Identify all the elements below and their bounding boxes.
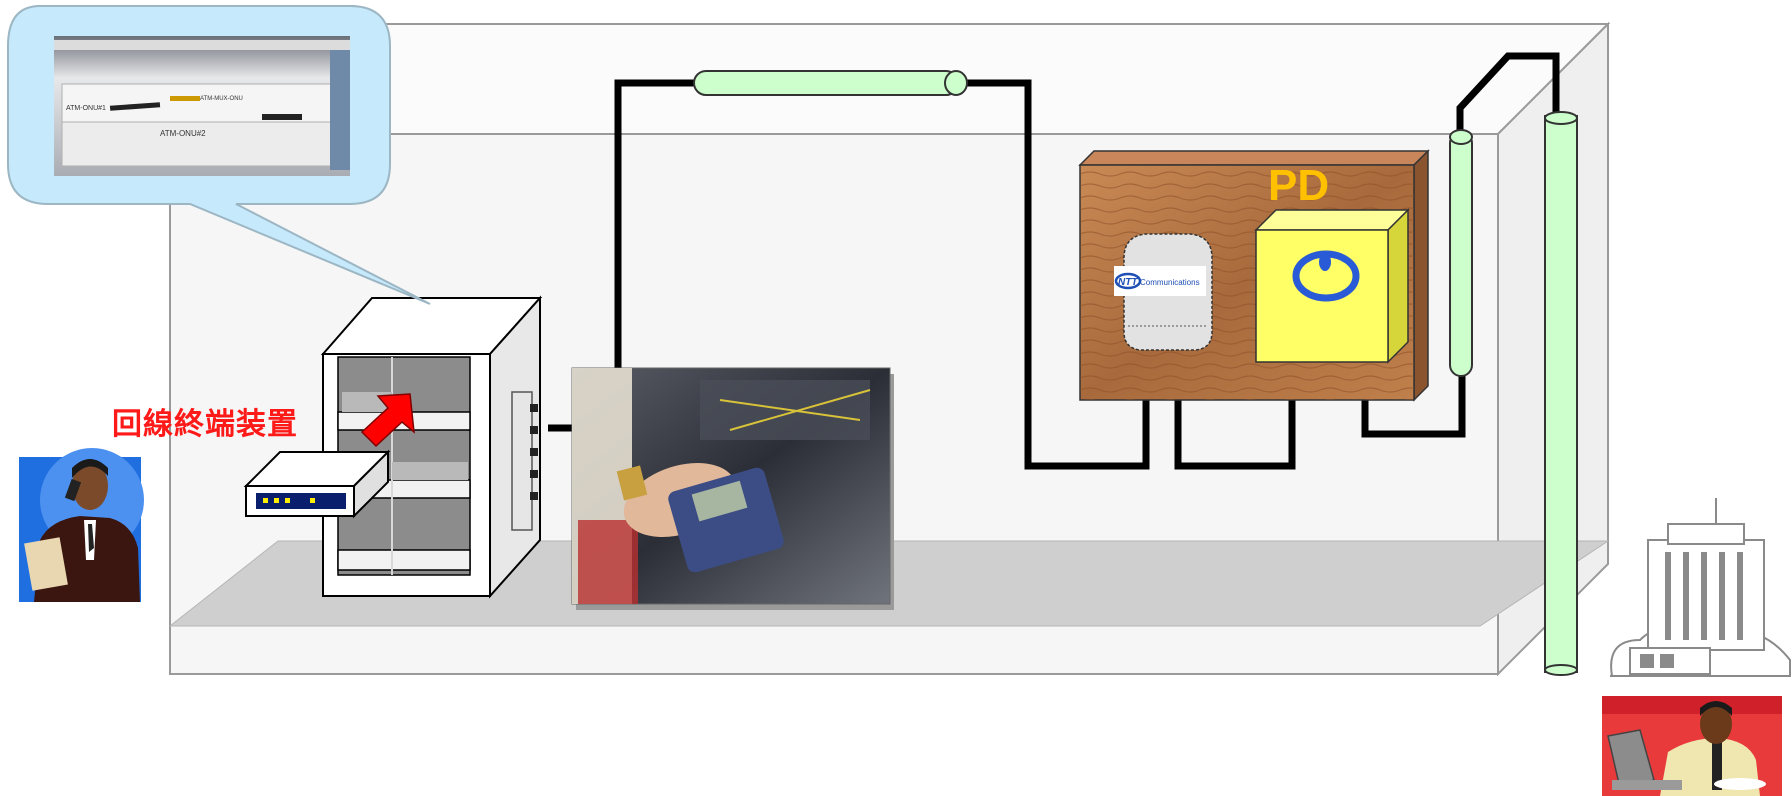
onu-photo: ATM-ONU#1 ATM-ONU#2 ATM-MUX-ONU xyxy=(54,36,350,176)
svg-text:NTT: NTT xyxy=(1118,277,1138,288)
cable-ntt-to-pd xyxy=(1174,350,1296,470)
photo-callout-bubble: ATM-ONU#1 ATM-ONU#2 ATM-MUX-ONU xyxy=(7,5,431,305)
onu-label-3: ATM-MUX-ONU xyxy=(200,96,243,102)
onu-label-1: ATM-ONU#1 xyxy=(66,105,106,112)
pd-label: PD xyxy=(1268,161,1330,210)
ntt-logo-text: Communications xyxy=(1140,278,1200,287)
person-phone-icon xyxy=(19,448,144,602)
ntt-termination-unit: NTT Communications xyxy=(1114,233,1213,351)
onu-label-2: ATM-ONU#2 xyxy=(160,129,206,138)
riser-tube-short xyxy=(1449,129,1473,377)
ntt-logo-icon: NTT Communications xyxy=(1114,272,1200,290)
cable-conduit-to-ntt xyxy=(962,79,1150,470)
onu-device xyxy=(243,449,391,519)
equipment-rack xyxy=(320,295,543,599)
up-arrow-icon xyxy=(360,393,415,448)
person-laptop-icon xyxy=(1602,696,1782,796)
cable-riser-overhead xyxy=(1456,52,1560,140)
terminal-device-label: 回線終端装置 xyxy=(112,407,298,442)
horizontal-conduit xyxy=(693,70,968,96)
photo-test-meter xyxy=(571,367,894,610)
ntt-mark-icon xyxy=(1292,250,1360,302)
main-riser-pipe xyxy=(1544,111,1578,676)
pd-box xyxy=(1254,208,1410,364)
building-icon xyxy=(1610,498,1791,677)
